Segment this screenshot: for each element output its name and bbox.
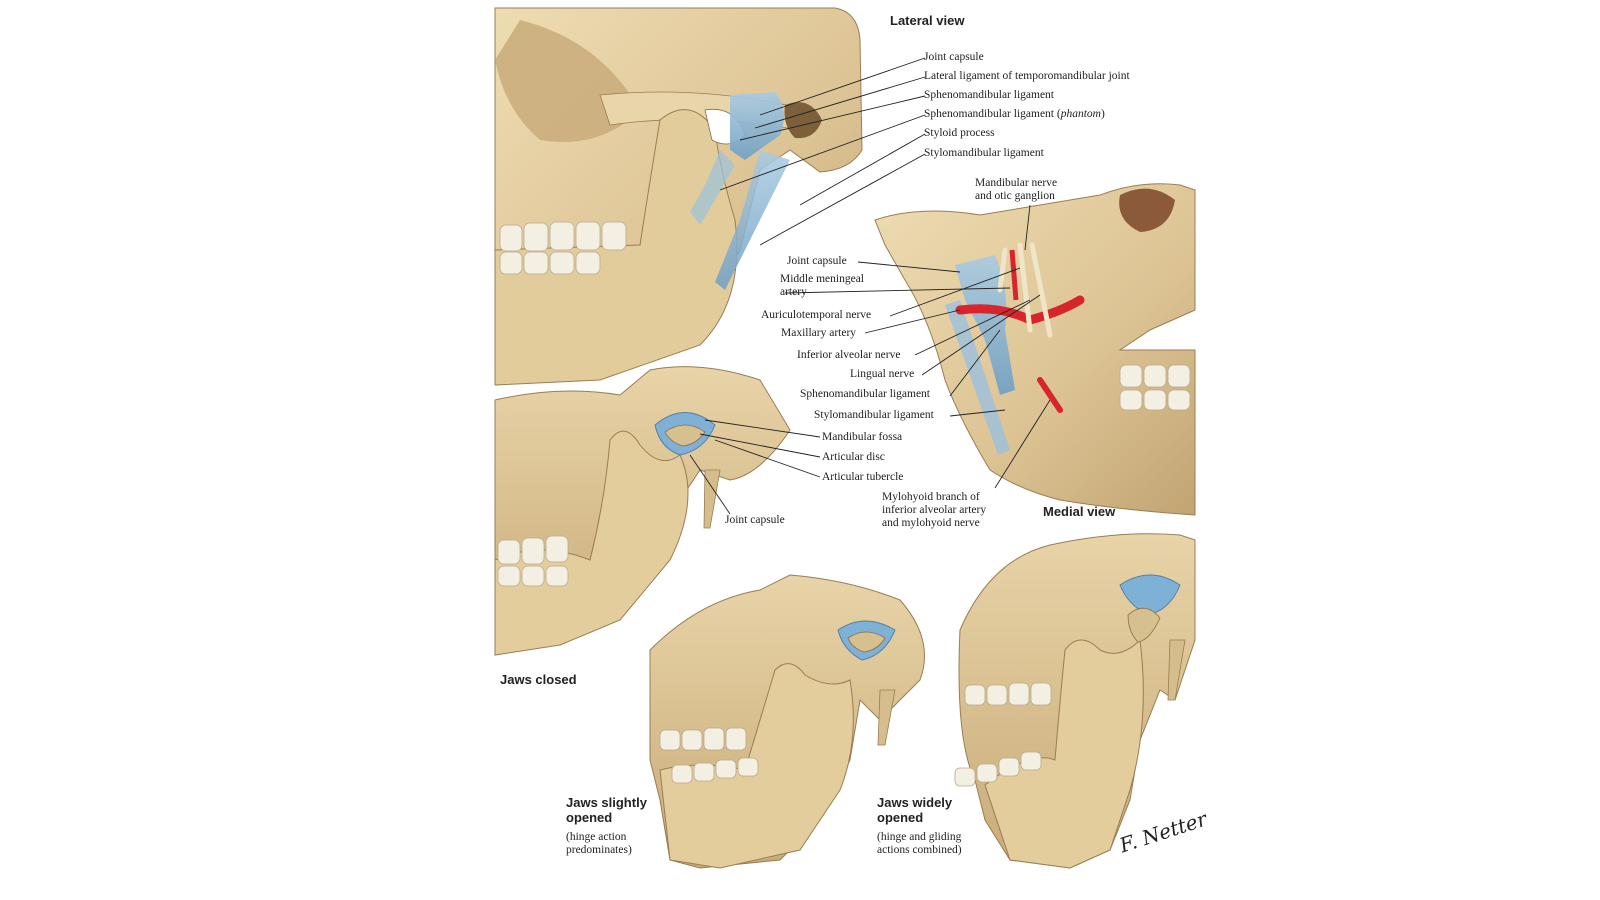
- closed-teeth: [497, 535, 569, 587]
- label-inferior-alveolar-nerve: Inferior alveolar nerve: [797, 349, 901, 361]
- wide-teeth: [954, 682, 1052, 787]
- wide-disc: [1127, 607, 1161, 643]
- slight-styloid: [877, 689, 896, 746]
- label-articular-tubercle: Articular tubercle: [822, 471, 904, 483]
- label-auriculotemporal-nerve: Auriculotemporal nerve: [761, 309, 872, 321]
- label-joint-capsule-closed: Joint capsule: [725, 514, 785, 526]
- jaws-slightly-opened-title: Jaws slightly opened: [566, 795, 647, 825]
- lateral-stylomandibular-ligament: [715, 150, 790, 290]
- medial-mylohyoid: [1037, 377, 1063, 413]
- label-lingual-nerve: Lingual nerve: [850, 368, 915, 380]
- jaws-slightly-opened-figure: [649, 574, 925, 869]
- slight-disc: [847, 631, 886, 653]
- label-sphenomandibular-phantom-prefix: Sphenomandibular ligament (: [924, 108, 1061, 120]
- medial-skull-base: [874, 183, 1196, 516]
- label-sphenomandibular-phantom-suffix: ): [1100, 108, 1105, 120]
- medial-teeth: [1119, 364, 1191, 411]
- label-sphenomandibular-ligament-lateral: Sphenomandibular ligament: [924, 89, 1054, 101]
- label-sphenomandibular-ligament-medial: Sphenomandibular ligament: [800, 388, 930, 400]
- wide-mandible: [984, 638, 1144, 869]
- lateral-capsule-ligament: [730, 92, 784, 160]
- slight-teeth: [659, 727, 759, 784]
- medial-sinus: [1119, 188, 1175, 232]
- medial-view-title: Medial view: [1043, 504, 1116, 519]
- wide-styloid: [1167, 639, 1186, 701]
- lateral-sphenomandibular-phantom: [690, 150, 735, 225]
- lateral-view-figure: [494, 7, 863, 386]
- jaws-widely-opened-subtitle: (hinge and gliding actions combined): [877, 831, 962, 856]
- closed-styloid: [703, 469, 721, 529]
- label-sphenomandibular-phantom: Sphenomandibular ligament (phantom): [924, 108, 1105, 121]
- medial-mening-artery: [1009, 249, 1019, 301]
- jaws-closed-title: Jaws closed: [500, 672, 577, 687]
- label-maxillary-artery: Maxillary artery: [781, 327, 857, 339]
- wide-fossa: [1119, 574, 1181, 616]
- label-joint-capsule-medial: Joint capsule: [787, 255, 847, 267]
- label-middle-meningeal-artery: Middle meningeal artery: [780, 273, 864, 298]
- label-stylomandibular-ligament-lateral: Stylomandibular ligament: [924, 147, 1044, 159]
- jaws-widely-opened-figure: [954, 533, 1196, 869]
- closed-mandible: [494, 430, 689, 656]
- medial-stylo-ligament: [945, 300, 1010, 455]
- label-joint-capsule-lateral: Joint capsule: [924, 51, 984, 63]
- label-mylohyoid-branch: Mylohyoid branch of inferior alveolar ar…: [882, 491, 987, 529]
- jaws-widely-opened-title: Jaws widely opened: [877, 795, 953, 825]
- lateral-orbit: [495, 20, 640, 142]
- medial-view-figure: [874, 183, 1196, 516]
- closed-disc: [664, 424, 706, 447]
- label-stylomandibular-ligament-medial: Stylomandibular ligament: [814, 409, 934, 421]
- lateral-view-title: Lateral view: [890, 13, 965, 28]
- label-mandibular-nerve: Mandibular nerve and otic ganglion: [975, 177, 1058, 202]
- jaws-closed-figure: [494, 366, 791, 656]
- jaws-slightly-opened-subtitle: (hinge action predominates): [566, 831, 632, 856]
- lateral-teeth: [499, 221, 627, 275]
- medial-nerves: [997, 242, 1053, 338]
- leader-lines: [689, 57, 1051, 515]
- label-phantom-word: phantom: [1060, 108, 1101, 120]
- label-mandibular-fossa: Mandibular fossa: [822, 431, 903, 443]
- label-styloid-process: Styloid process: [924, 127, 995, 139]
- label-lateral-ligament: Lateral ligament of temporomandibular jo…: [924, 70, 1130, 82]
- label-articular-disc: Articular disc: [822, 451, 885, 463]
